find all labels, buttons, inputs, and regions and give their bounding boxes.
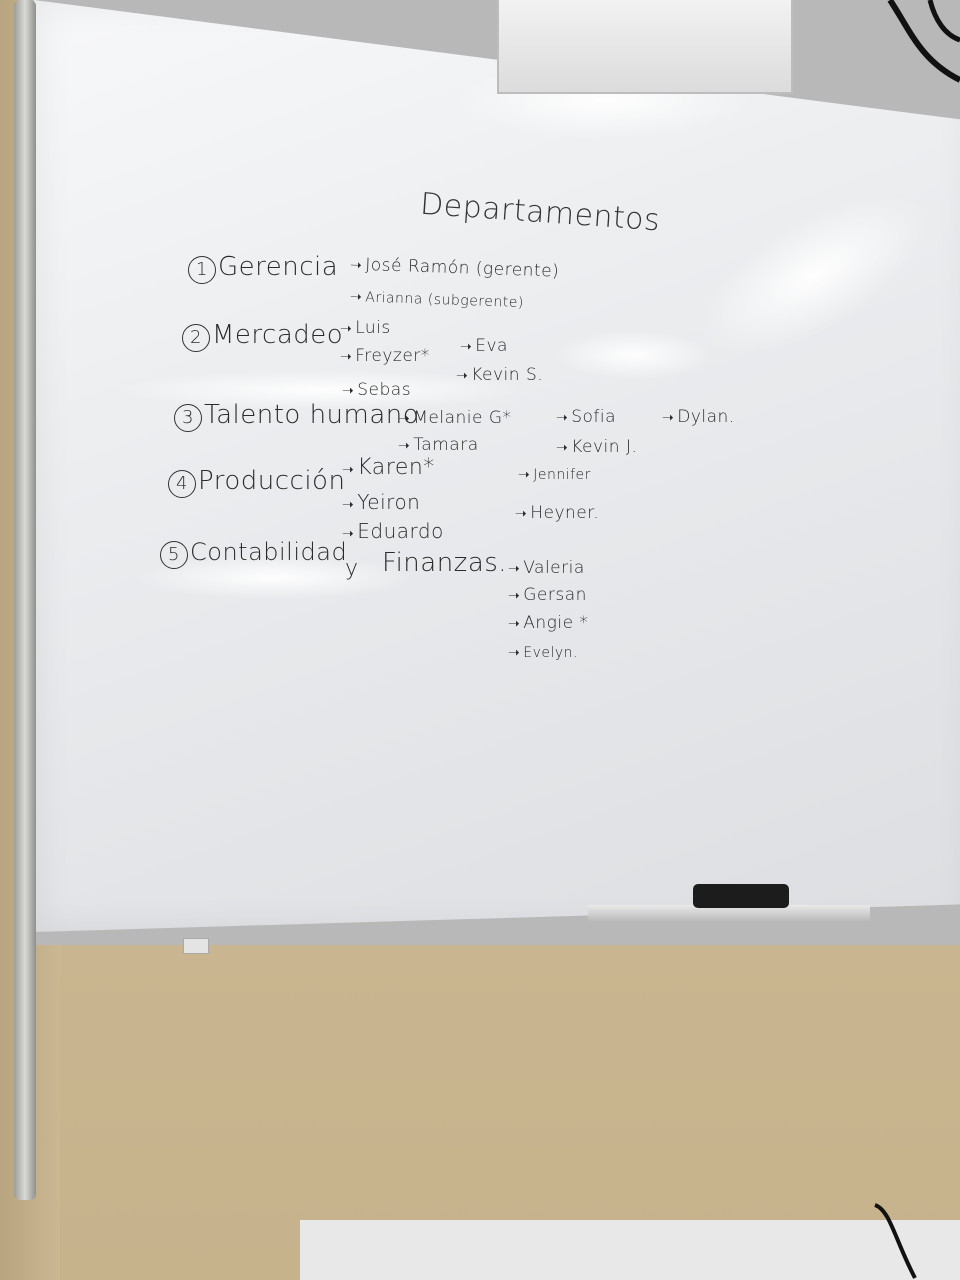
member-name: Eduardo bbox=[357, 519, 444, 543]
projector-mount bbox=[497, 0, 793, 94]
member-jennifer: ➝Jennifer bbox=[518, 467, 591, 483]
member-name: Angie * bbox=[523, 613, 589, 633]
dept-number: 1 bbox=[188, 256, 216, 284]
arrow-icon: ➝ bbox=[556, 410, 569, 426]
board-clip bbox=[183, 938, 209, 954]
member-name: Luis bbox=[355, 318, 391, 338]
arrow-icon: ➝ bbox=[460, 339, 473, 355]
member-sebas: ➝Sebas bbox=[342, 380, 411, 400]
member-freyzer: ➝Freyzer* bbox=[340, 346, 430, 366]
member-angie: ➝Angie * bbox=[508, 613, 588, 633]
member-heyner: ➝Heyner. bbox=[515, 503, 599, 523]
arrow-icon: ➝ bbox=[340, 349, 353, 365]
dept-label: Contabilidad bbox=[190, 538, 348, 566]
arrow-icon: ➝ bbox=[398, 411, 411, 427]
arrow-icon: ➝ bbox=[456, 368, 469, 384]
arrow-icon: ➝ bbox=[518, 467, 531, 483]
arrow-icon: ➝ bbox=[508, 561, 521, 577]
member-tamara: ➝Tamara bbox=[398, 435, 479, 455]
eraser bbox=[693, 884, 789, 908]
member-name: Evelyn. bbox=[523, 645, 578, 661]
marker-tray bbox=[588, 905, 870, 923]
member-kevin-j: ➝Kevin J. bbox=[556, 437, 637, 457]
arrow-icon: ➝ bbox=[340, 321, 353, 337]
wall-conduit bbox=[14, 0, 36, 1200]
member-evelyn: ➝Evelyn. bbox=[508, 645, 578, 661]
member-valeria: ➝Valeria bbox=[508, 558, 585, 578]
member-name: Tamara bbox=[413, 435, 479, 455]
member-name: Karen* bbox=[357, 455, 435, 480]
member-name: Valeria bbox=[523, 558, 585, 578]
arrow-icon: ➝ bbox=[349, 288, 363, 306]
arrow-icon: ➝ bbox=[342, 526, 355, 542]
light-glare bbox=[673, 162, 955, 388]
arrow-icon: ➝ bbox=[342, 497, 355, 513]
member-name: Yeiron bbox=[357, 490, 421, 514]
dept-number: 2 bbox=[182, 324, 210, 352]
member-melanie: ➝Melanie G* bbox=[398, 408, 512, 428]
power-cord bbox=[874, 1203, 917, 1279]
member-sofia: ➝Sofia bbox=[556, 407, 616, 427]
arrow-icon: ➝ bbox=[398, 438, 411, 454]
member-name: Freyzer* bbox=[355, 346, 430, 366]
member-name: Sofia bbox=[571, 407, 617, 427]
member-name: Sebas bbox=[357, 380, 412, 400]
arrow-icon: ➝ bbox=[342, 383, 355, 399]
member-yeiron: ➝Yeiron bbox=[342, 490, 420, 514]
arrow-icon: ➝ bbox=[515, 506, 528, 522]
arrow-icon: ➝ bbox=[342, 462, 355, 478]
member-karen: ➝Karen* bbox=[342, 455, 435, 480]
conjunction-y: y bbox=[345, 556, 359, 581]
arrow-icon: ➝ bbox=[508, 645, 521, 661]
member-luis: ➝Luis bbox=[340, 318, 391, 338]
member-name: Kevin S. bbox=[471, 365, 544, 385]
arrow-icon: ➝ bbox=[508, 588, 521, 604]
member-dylan: ➝Dylan. bbox=[662, 407, 735, 427]
member-name: Kevin J. bbox=[571, 437, 638, 457]
dept-label: Producción bbox=[198, 466, 346, 496]
desk-edge bbox=[300, 1220, 960, 1280]
member-name: Dylan. bbox=[677, 407, 735, 427]
member-kevin-s: ➝Kevin S. bbox=[456, 365, 543, 385]
dept-label: Talento humano bbox=[204, 400, 420, 430]
light-glare bbox=[114, 370, 534, 410]
arrow-icon: ➝ bbox=[556, 440, 569, 456]
arrow-icon: ➝ bbox=[349, 257, 363, 274]
member-name: Melanie G* bbox=[413, 408, 512, 428]
arrow-icon: ➝ bbox=[662, 410, 675, 426]
dept-label: Mercadeo bbox=[212, 320, 344, 350]
dept-number: 3 bbox=[174, 404, 202, 432]
member-gersan: ➝Gersan bbox=[508, 585, 587, 605]
member-eva: ➝Eva bbox=[460, 336, 508, 356]
member-name: Eva bbox=[475, 336, 508, 356]
dept-number: 5 bbox=[160, 541, 188, 569]
member-name: Jennifer bbox=[533, 467, 591, 483]
dept-number: 4 bbox=[168, 470, 196, 498]
member-name: Heyner. bbox=[530, 503, 600, 523]
cable bbox=[887, 0, 960, 83]
light-glare bbox=[554, 330, 714, 380]
dept-label: Gerencia bbox=[218, 252, 339, 282]
dept-finanzas: Finanzas. bbox=[382, 548, 508, 578]
foreground-area bbox=[0, 1200, 960, 1280]
arrow-icon: ➝ bbox=[508, 616, 521, 632]
member-eduardo: ➝Eduardo bbox=[342, 519, 444, 543]
member-name: Gersan bbox=[523, 585, 587, 605]
